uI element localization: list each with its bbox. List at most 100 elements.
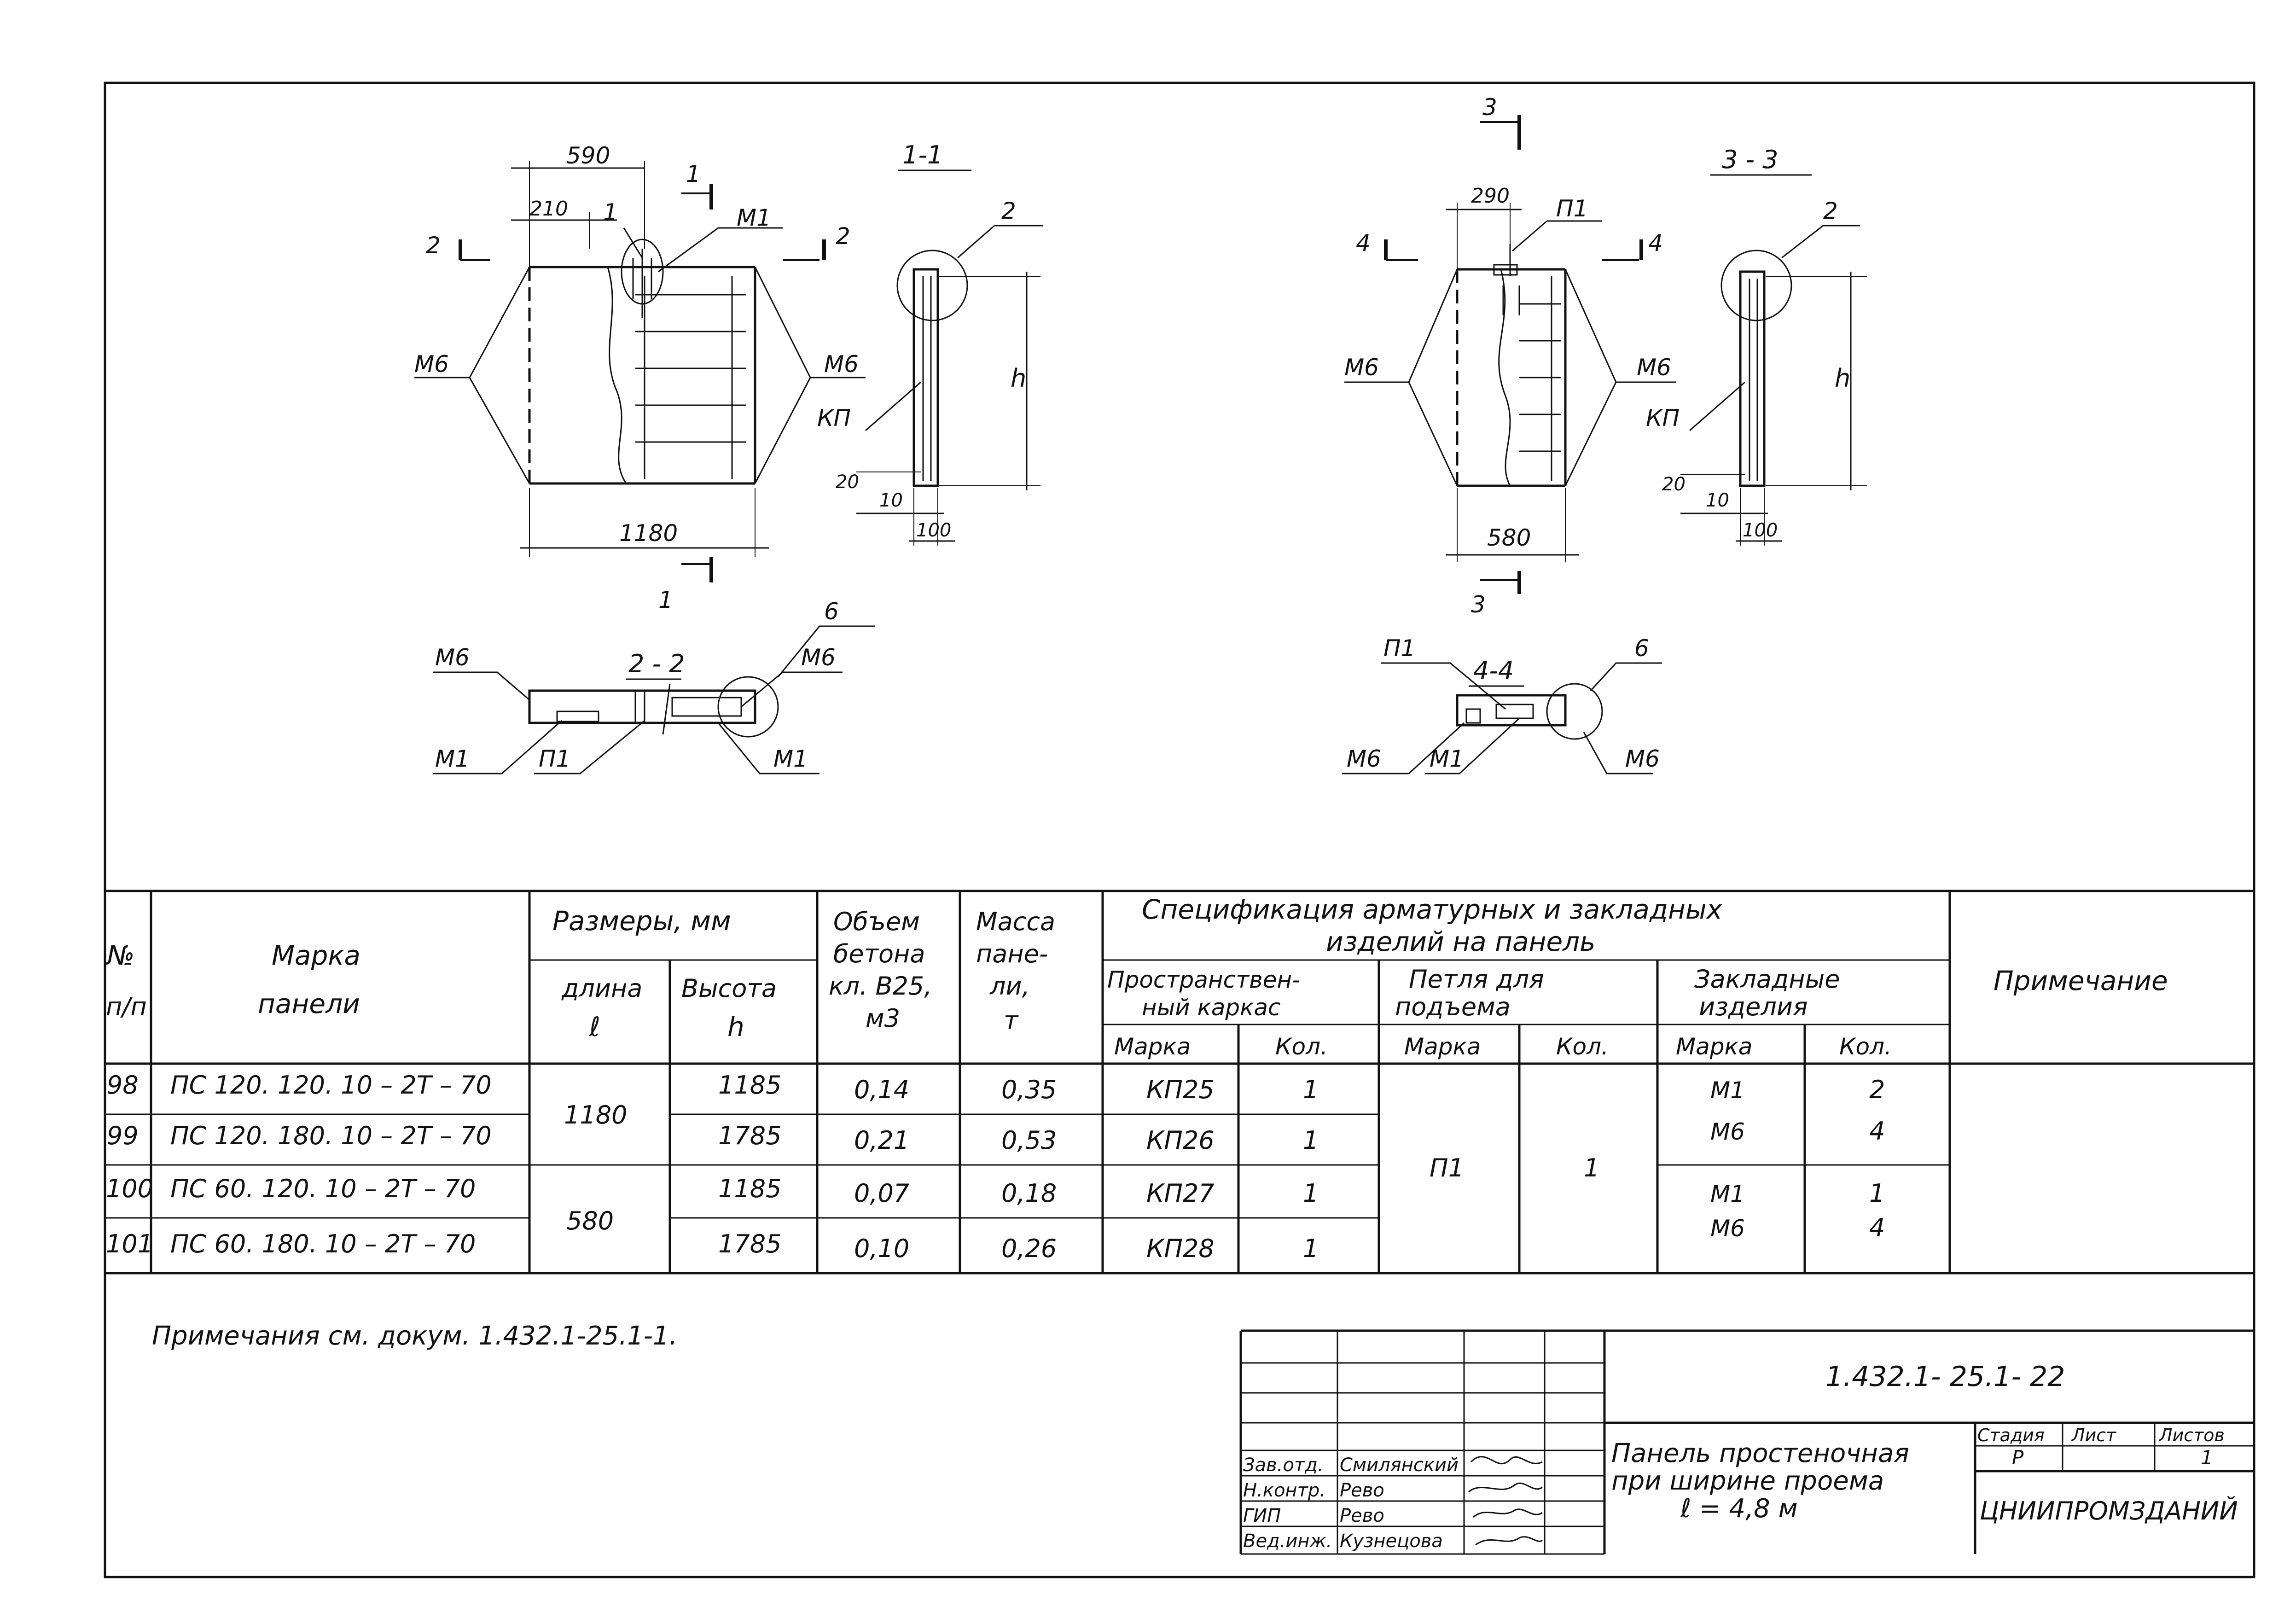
hdr-mass-4: т: [1004, 1006, 1019, 1035]
section-2-2: 2 - 2 6 М6 М6 М1 П1 М1: [433, 598, 875, 774]
cut-3-top: 3: [1482, 94, 1497, 121]
loop-qty: 1: [1584, 1153, 1599, 1182]
hdr-height-2: h: [727, 1011, 744, 1042]
section-4-4-label-m6-right: М6: [1625, 745, 1660, 772]
hdr-embed-1: Закладные: [1694, 965, 1840, 994]
hdr-sub-mark-3: Марка: [1676, 1033, 1752, 1060]
section-3-3-dim-h: h: [1835, 364, 1850, 393]
title-line-1: Панель простеночная: [1611, 1438, 1909, 1468]
hdr-mass-1: Масса: [976, 907, 1055, 936]
row-volume: 0,07: [854, 1179, 909, 1208]
hdr-spec-2: изделий на панель: [1326, 926, 1595, 957]
spec-table: № п/п Марка панели Размеры, мм длина ℓ В…: [105, 890, 2254, 1275]
section-1-1-dim-100: 100: [916, 520, 951, 541]
row-frame-qty: 1: [1303, 1234, 1319, 1263]
label-m1: М1: [737, 204, 771, 231]
row-frame: КП28: [1146, 1234, 1215, 1263]
table-row: 101 ПС 60. 180. 10 – 2Т – 70 1785 0,10 0…: [106, 1229, 1319, 1263]
dim-1180: 1180: [619, 520, 678, 547]
hdr-spec-1: Спецификация арматурных и закладных: [1142, 894, 1723, 925]
role-chief-engineer: ГИП: [1243, 1505, 1281, 1526]
cut-1-top: 1: [686, 161, 701, 187]
label-m6-right: М6: [824, 351, 859, 378]
row-frame: КП25: [1146, 1075, 1215, 1104]
hdr-frame-2: ный каркас: [1142, 994, 1280, 1021]
name-lead-engineer: Кузнецова: [1340, 1531, 1443, 1552]
stage-label: Стадия: [1977, 1425, 2045, 1445]
hdr-length-2: ℓ: [589, 1011, 600, 1042]
section-3-3-title: 3 - 3: [1722, 145, 1779, 174]
row-mass: 0,18: [1001, 1179, 1057, 1208]
section-4-4-label-p1: П1: [1383, 635, 1415, 662]
hdr-loop-1: Петля для: [1409, 965, 1544, 994]
sheets-value: 1: [2201, 1446, 2213, 1469]
section-2-2-label-m1-left: М1: [435, 745, 470, 772]
section-1-1-dim-10: 10: [879, 490, 903, 511]
dim-580: 580: [1487, 524, 1531, 551]
section-3-3-label-kp: КП: [1646, 405, 1680, 431]
section-3-3-dim-100: 100: [1743, 520, 1778, 541]
signatures: [1468, 1456, 1543, 1546]
row-num: 100: [106, 1174, 153, 1203]
cut-3-bottom: 3: [1471, 591, 1486, 618]
role-head-dept: Зав.отд.: [1243, 1455, 1324, 1476]
hdr-height-1: Высота: [681, 974, 777, 1003]
section-3-3-dim-10: 10: [1706, 490, 1729, 511]
section-3-3-label-2: 2: [1823, 198, 1838, 224]
cut-2-right: 2: [836, 223, 850, 250]
row-num: 98: [107, 1071, 139, 1100]
hdr-mark-2: панели: [258, 988, 360, 1019]
label-m6-left: М6: [414, 351, 449, 378]
row-volume: 0,10: [854, 1234, 909, 1263]
hdr-sub-qty-3: Кол.: [1839, 1033, 1892, 1060]
section-1-1-label-kp: КП: [817, 405, 851, 431]
row-mark: ПС 120. 120. 10 – 2Т – 70: [170, 1071, 492, 1100]
front-view-1180: 590 210 1 М1 М6 М6 1180 1 1 2 2: [414, 142, 866, 613]
hdr-mass-3: ли,: [989, 972, 1030, 1001]
dim-290: 290: [1471, 184, 1510, 208]
embed-b-qty1: 1: [1869, 1179, 1885, 1208]
hdr-volume-3: кл. В25,: [829, 972, 932, 1001]
hdr-volume-2: бетона: [833, 939, 925, 968]
section-2-2-label-m6-right: М6: [801, 644, 836, 671]
section-4-4-label-m1: М1: [1430, 745, 1464, 772]
name-norm-control: Рево: [1340, 1480, 1384, 1501]
hdr-embed-2: изделия: [1699, 992, 1808, 1021]
notes-text: Примечания см. докум. 1.432.1-25.1-1.: [152, 1321, 677, 1351]
row-height: 1785: [718, 1229, 781, 1258]
row-mark: ПС 60. 120. 10 – 2Т – 70: [170, 1174, 476, 1203]
row-volume: 0,21: [854, 1126, 909, 1155]
section-1-1: 1-1 2 КП h 10 100 20: [817, 140, 1043, 546]
row-mass: 0,53: [1001, 1126, 1057, 1155]
role-lead-engineer: Вед.инж.: [1243, 1531, 1332, 1552]
sheet-label: Лист: [2071, 1425, 2117, 1445]
front-view-580: 290 П1 М6 М6 580 3 3 4 4: [1344, 94, 1676, 618]
section-2-2-title: 2 - 2: [628, 649, 685, 678]
label-m6-right-v3: М6: [1637, 354, 1671, 381]
label-m6-left-v3: М6: [1344, 354, 1379, 381]
hdr-mass-2: пане-: [976, 939, 1048, 968]
hdr-dims: Размеры, мм: [552, 905, 731, 937]
section-2-2-label-m1-right: М1: [773, 745, 808, 772]
hdr-frame-1: Пространствен-: [1107, 966, 1300, 993]
embed-a-mark2: М6: [1710, 1118, 1745, 1145]
embed-b-mark2: М6: [1710, 1215, 1745, 1242]
row-frame: КП26: [1146, 1126, 1215, 1155]
section-4-4-label-6: 6: [1634, 635, 1649, 662]
section-4-4-title: 4-4: [1473, 656, 1514, 685]
hdr-mark-1: Марка: [272, 940, 360, 971]
embed-b-qty2: 4: [1869, 1213, 1885, 1242]
row-volume: 0,14: [854, 1075, 909, 1104]
row-mass: 0,35: [1001, 1075, 1057, 1104]
hdr-note: Примечание: [1994, 965, 2168, 996]
hdr-sub-qty-2: Кол.: [1556, 1033, 1609, 1060]
hdr-num-2: п/п: [106, 992, 147, 1021]
row-num: 101: [106, 1229, 153, 1258]
row-height: 1785: [718, 1121, 781, 1150]
row-frame-qty: 1: [1303, 1179, 1319, 1208]
embed-a-qty2: 4: [1869, 1117, 1885, 1146]
section-2-2-label-p1: П1: [539, 745, 570, 772]
length-1180: 1180: [564, 1100, 627, 1129]
